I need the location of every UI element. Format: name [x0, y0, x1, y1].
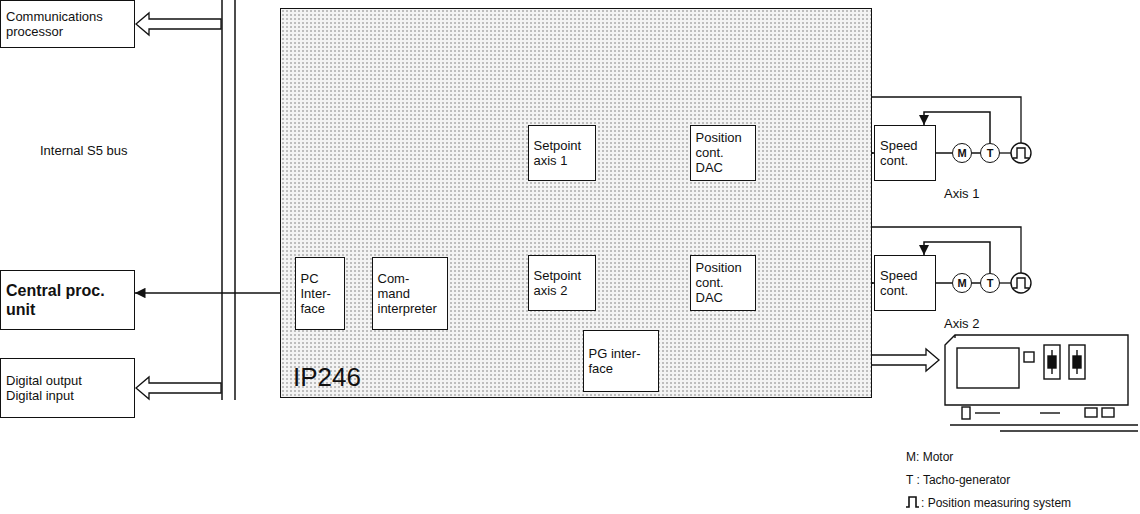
process-box: Setpoint axis 1	[528, 125, 596, 181]
process-box: Com- mand interpreter	[372, 257, 448, 330]
process-box: Setpoint axis 2	[528, 255, 596, 311]
node-text: Setpoint axis 1	[534, 138, 590, 168]
bus-arrow	[136, 13, 221, 399]
encoder-symbol	[906, 497, 919, 507]
module-box: Central proc. unit	[0, 270, 135, 330]
node-text: IP246	[293, 363, 361, 391]
encoder-symbol	[1011, 143, 1031, 293]
connector	[135, 292, 295, 294]
axis-label: Axis 1	[944, 186, 979, 201]
tacho-symbol: T	[980, 273, 1000, 293]
node-text: T	[987, 147, 994, 159]
node-text: Digital input	[6, 388, 74, 403]
controller-box: Speed cont.	[874, 125, 936, 181]
programmer-device	[945, 335, 1138, 431]
axis-label: Axis 2	[944, 316, 979, 331]
module-housing: IP246 PC Inter- face Com- mand interpreter…	[280, 8, 872, 398]
node-text: Speed cont.	[880, 268, 930, 298]
legend-note: M: Motor	[906, 450, 953, 464]
bus-label: Internal S5 bus	[40, 143, 127, 158]
legend-note: : Position measuring system	[921, 496, 1071, 510]
node-text: Central proc. unit	[6, 281, 129, 319]
bus-lines	[222, 0, 235, 400]
controller-box: Speed cont.	[874, 255, 936, 311]
node-text: Digital output	[6, 373, 82, 388]
tacho-symbol: T	[980, 143, 1000, 163]
node-text: M	[957, 147, 966, 159]
process-box: Position cont. DAC	[690, 125, 756, 181]
node-text: Speed cont.	[880, 138, 930, 168]
process-box: PG inter- face	[583, 330, 659, 392]
node-text: Com- mand interpreter	[378, 271, 442, 316]
node-text: PC Inter- face	[301, 271, 339, 316]
process-box: PC Inter- face	[295, 257, 345, 330]
node-text: M	[957, 277, 966, 289]
node-text: Setpoint axis 2	[534, 268, 590, 298]
connector	[936, 282, 952, 284]
node-text: PG inter- face	[589, 346, 653, 376]
node-text: Communications processor	[6, 9, 129, 39]
connector	[972, 152, 980, 154]
legend-note: T : Tacho-generator	[906, 473, 1010, 487]
connector	[972, 282, 980, 284]
node-text: Position cont. DAC	[696, 130, 750, 175]
node-text: T	[987, 277, 994, 289]
module-box: Digital outputDigital input	[0, 358, 135, 418]
motor-symbol: M	[952, 143, 972, 163]
module-box: Communications processor	[0, 0, 135, 48]
node-text: Position cont. DAC	[696, 260, 750, 305]
connector	[936, 152, 952, 154]
motor-symbol: M	[952, 273, 972, 293]
process-box: Position cont. DAC	[690, 255, 756, 311]
